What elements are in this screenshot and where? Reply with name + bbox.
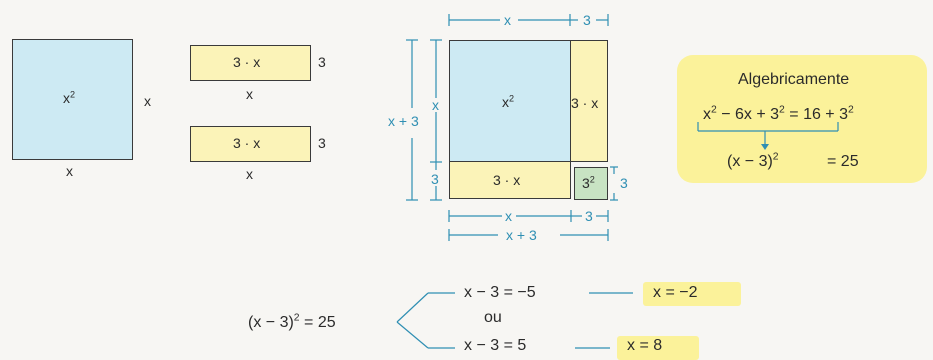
rect-3x-top [190, 45, 311, 81]
rect-3x-bottom [190, 126, 311, 162]
assembled-x-squared-label: x2 [502, 93, 515, 110]
rect-3x-bottom-side: 3 [318, 135, 326, 151]
rect-3x-top-side: 3 [318, 54, 326, 70]
assembled-right-rect [570, 40, 608, 162]
rect-3x-top-bottom: x [246, 86, 253, 102]
bottom-x-label: x [505, 208, 512, 224]
square-side-label: x [144, 93, 151, 109]
result-2: x = 8 [627, 337, 663, 354]
branch-1-equation: x − 3 = −5 [464, 284, 536, 301]
rect-3x-top-label: 3 · x [233, 54, 261, 70]
or-connector: ou [484, 309, 502, 326]
algebra-line-2-rhs: = 25 [827, 153, 859, 170]
assembled-bottom-rect [449, 161, 571, 199]
result-1: x = −2 [653, 284, 698, 301]
top-x-label: x [504, 12, 511, 28]
algebra-line-1: x2 − 6x + 32 = 16 + 32 [703, 104, 854, 123]
left-3-label: 3 [431, 171, 439, 187]
x-squared-square [12, 39, 133, 160]
assembled-bottom-rect-label: 3 · x [493, 172, 521, 188]
result-1-highlight [643, 282, 741, 306]
algebra-panel [677, 55, 927, 183]
assembled-3-squared [574, 167, 608, 200]
x-squared-label: x2 [63, 89, 76, 106]
top-3-label: 3 [583, 12, 591, 28]
assembled-right-rect-label: 3 · x [571, 95, 599, 111]
solution-lhs: (x − 3)2 = 25 [248, 312, 336, 331]
assembled-3-squared-label: 32 [582, 174, 595, 191]
algebra-line-2: (x − 3)2 [727, 151, 779, 170]
square-bottom-label: x [66, 163, 73, 179]
rect-3x-bottom-bottom: x [246, 166, 253, 182]
left-x-label: x [432, 97, 439, 113]
bottom-3-label: 3 [585, 208, 593, 224]
result-2-highlight [617, 336, 699, 360]
small-square-side-label: 3 [620, 175, 628, 191]
branch-2-equation: x − 3 = 5 [464, 337, 527, 354]
algebra-title: Algebricamente [738, 71, 850, 88]
rect-3x-bottom-label: 3 · x [233, 135, 261, 151]
bottom-x-plus-3-label: x + 3 [506, 227, 537, 243]
left-x-plus-3-label: x + 3 [388, 113, 419, 129]
